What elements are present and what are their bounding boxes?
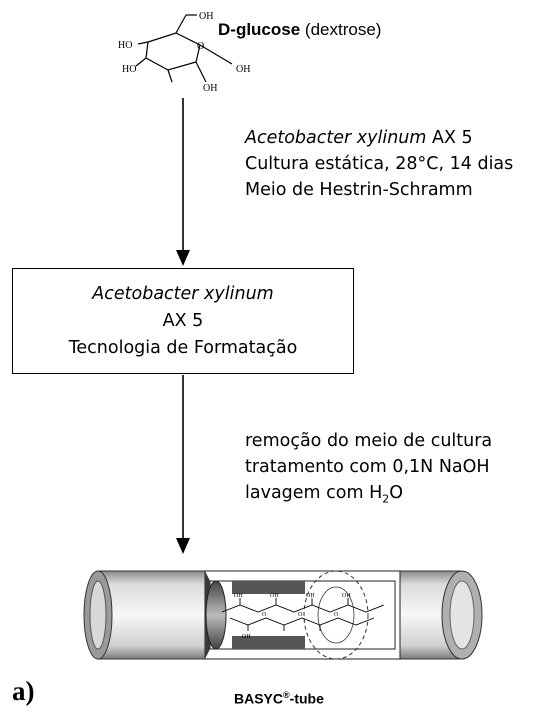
tube-mol-label: O bbox=[262, 612, 267, 618]
tube-mol-label: OH bbox=[306, 593, 315, 599]
tube-mol-label: O bbox=[298, 612, 303, 618]
glucose-ho-left: HO bbox=[118, 40, 132, 51]
tube-mol-label: O bbox=[334, 612, 339, 618]
box-strain: AX 5 bbox=[162, 310, 204, 331]
tube-mol-label: OH bbox=[270, 593, 279, 599]
step2-line3: lavagem com H2O bbox=[245, 483, 404, 506]
box-technology: Tecnologia de Formatação bbox=[68, 337, 298, 358]
basyc-tube-drawing: OH OH OH OH OH O O O bbox=[83, 570, 483, 660]
glucose-oh-right: OH bbox=[236, 64, 250, 75]
glucose-structure bbox=[135, 14, 233, 83]
step1-organism: Acetobacter xylinum bbox=[245, 128, 427, 148]
glucose-ring-o: O bbox=[197, 41, 204, 52]
process-box: Acetobacter xylinum AX 5 Tecnologia de F… bbox=[12, 268, 354, 374]
tube-mol-label: OH bbox=[234, 593, 243, 599]
tube-mol-label: OH bbox=[242, 634, 251, 640]
glucose-name-rest: (dextrose) bbox=[300, 20, 382, 39]
panel-label: a) bbox=[12, 676, 35, 706]
step2-conditions: remoção do meio de cultura tratamento co… bbox=[245, 428, 492, 513]
glucose-oh-bottom: OH bbox=[203, 83, 217, 94]
glucose-ho-left2: HO bbox=[122, 64, 136, 75]
arrow-2 bbox=[176, 375, 190, 554]
box-organism: Acetobacter xylinum bbox=[92, 283, 274, 304]
step1-line3: Meio de Hestrin-Schramm bbox=[245, 180, 473, 200]
step1-line2: Cultura estática, 28°C, 14 dias bbox=[245, 154, 514, 174]
tube-title: BASYC®-tube bbox=[234, 690, 324, 707]
step1-line1: Acetobacter xylinum AX 5 bbox=[245, 125, 513, 151]
step2-line1: remoção do meio de cultura bbox=[245, 431, 493, 451]
glucose-oh-top: OH bbox=[199, 11, 213, 22]
step1-strain: AX 5 bbox=[426, 128, 473, 148]
tube-mol-label: OH bbox=[342, 593, 351, 599]
step2-line2: tratamento com 0,1N NaOH bbox=[245, 457, 490, 477]
arrow-1 bbox=[176, 98, 190, 266]
step1-conditions: Acetobacter xylinum AX 5 Cultura estátic… bbox=[245, 125, 513, 203]
glucose-atom-labels: OH HO HO OH OH O bbox=[118, 11, 250, 94]
glucose-name-bold: D-glucose bbox=[218, 20, 301, 39]
glucose-title: D-glucose (dextrose) bbox=[218, 20, 381, 40]
